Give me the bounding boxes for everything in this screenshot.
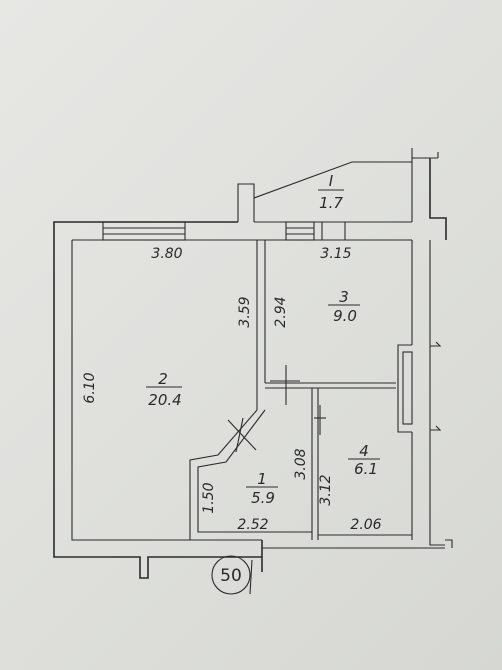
room-1-number: 1 [257, 470, 267, 488]
tick-marks [430, 152, 453, 548]
apartment-pointer [249, 559, 253, 595]
dim-bath-height: 3.12 [318, 474, 334, 505]
door-marks [227, 365, 326, 453]
dim-bath-width: 2.06 [350, 517, 381, 533]
apartment-number-circle [211, 555, 251, 595]
window-room-3 [285, 221, 346, 241]
room-2-area: 20.4 [148, 391, 181, 409]
room-4-area: 6.1 [354, 460, 378, 478]
dim-hall-width: 2.52 [237, 517, 268, 533]
room-2-number: 2 [158, 370, 168, 388]
outer-walls [53, 148, 447, 579]
apartment-number: 50 [220, 566, 242, 586]
room-4-number: 4 [359, 442, 369, 460]
dim-room2-height: 6.10 [82, 372, 98, 403]
balcony-number: I [329, 172, 334, 190]
dim-room2-right: 3.59 [237, 296, 253, 327]
dim-hall-height: 3.08 [293, 448, 309, 479]
right-inner-wall [397, 240, 413, 540]
balcony [237, 161, 412, 223]
room-1-area: 5.9 [251, 489, 275, 507]
dim-room2-width: 3.80 [151, 246, 182, 262]
dim-room3-height: 2.94 [273, 296, 289, 327]
room-3-number: 3 [339, 288, 349, 306]
corridor-walls [265, 382, 412, 540]
dim-room3-width: 3.15 [320, 246, 351, 262]
dim-hall-side: 1.50 [201, 482, 217, 513]
partition-2-3 [256, 240, 266, 410]
window-room-2 [102, 221, 186, 241]
balcony-area: 1.7 [319, 194, 343, 212]
hall-walls [189, 409, 312, 540]
room-3-area: 9.0 [333, 307, 357, 325]
